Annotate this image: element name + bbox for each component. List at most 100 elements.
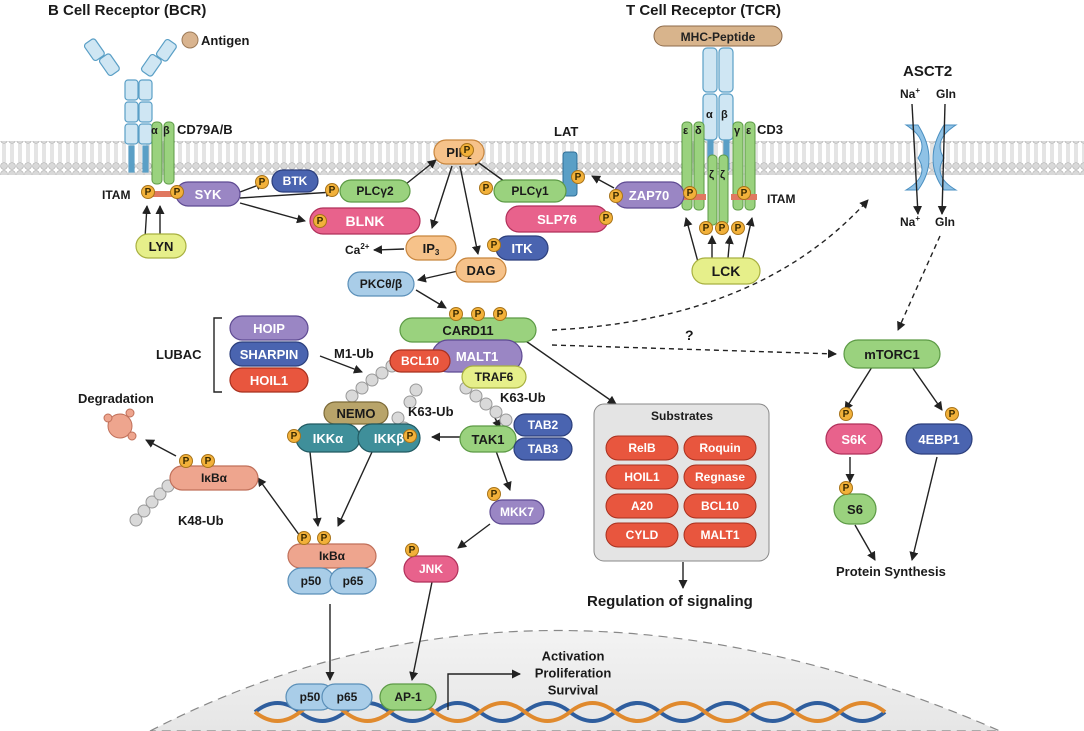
phospho-site-16: P [449,307,463,321]
asct2-title: ASCT2 [903,63,952,80]
lck-label: LCK [712,263,741,279]
asct2-na-bottom: Na+ [900,214,920,229]
nemo-node: NEMO [323,401,389,425]
lck-node: LCK [691,257,761,285]
svg-text:P: P [741,188,748,199]
jnk-label: JNK [419,562,443,576]
mhc-peptide-node [653,25,783,47]
phospho-site-9: P [599,211,613,225]
substrate-relb: RelB [605,435,679,461]
phospho-site-28: P [945,407,959,421]
mkk7-label: MKK7 [500,505,534,519]
blnk-label: BLNK [346,213,385,229]
asct2-na-top: Na+ [900,86,920,101]
cd79-chains [151,121,175,185]
mtorc1-node: mTORC1 [843,339,941,369]
zeta-left-label: ζ [709,169,714,181]
s6k-label: S6K [841,432,867,447]
ikba2-node: IκBα [287,543,377,569]
svg-text:CYLD: CYLD [626,528,659,542]
dashed-arrows [551,199,941,359]
phospho-site-5: P [460,143,474,157]
tcr-beta-label: β [721,109,728,121]
outcome-proliferation: Proliferation [535,666,612,681]
s6-node: S6 [833,493,877,525]
cd3-gamma-label: γ [734,125,741,137]
svg-text:P: P [301,533,308,544]
lyn-node: LYN [135,233,187,259]
itam-bcr-label: ITAM [102,188,130,202]
bcl10-node: BCL10 [389,349,451,373]
phospho-site-3: P [325,183,339,197]
itk-label: ITK [512,241,534,256]
regulation-label: Regulation of signaling [587,593,753,610]
lyn-label: LYN [149,239,174,254]
bcr-receptor [83,38,177,173]
mkk7-node: MKK7 [489,499,545,525]
4ebp1-label: 4EBP1 [918,432,959,447]
svg-text:P: P [491,489,498,500]
asct2-transporter [904,124,958,191]
phospho-site-0: P [141,185,155,199]
substrate-hoil1: HOIL1 [605,464,679,490]
svg-text:P: P [949,409,956,420]
phospho-site-17: P [471,307,485,321]
plasma-membrane [0,141,1084,175]
signaling-arrows [142,157,943,710]
tab2-node: TAB2 [513,413,573,437]
s6k-node: S6K [825,423,883,455]
ikkb-label: IKKβ [374,431,404,446]
svg-text:P: P [491,240,498,251]
svg-text:P: P [687,188,694,199]
malt1-label: MALT1 [456,349,498,364]
svg-text:P: P [321,533,328,544]
substrate-cyld: CYLD [605,522,679,548]
lubac-bracket [213,317,222,393]
phospho-site-24: P [201,454,215,468]
svg-text:P: P [205,456,212,467]
phospho-site-13: P [699,221,713,235]
slp76-node: SLP76 [505,205,609,233]
svg-text:P: P [703,223,710,234]
calcium-label: Ca2+ [345,242,370,257]
dag-node: DAG [455,257,507,283]
4ebp1-node: 4EBP1 [905,423,973,455]
svg-text:P: P [317,216,324,227]
ikba2-label: IκBα [319,549,346,563]
phospho-site-29: P [839,481,853,495]
outcome-survival: Survival [548,683,599,698]
phospho-site-10: P [487,238,501,252]
ap1-label: AP-1 [394,690,422,704]
ip3-label: IP3 [423,241,440,257]
p50b-label: p50 [300,690,321,704]
phospho-site-14: P [715,221,729,235]
svg-text:P: P [603,213,610,224]
lat-label: LAT [554,124,578,139]
ikba-node: IκBα [169,465,259,491]
card11-node: CARD11 [399,317,537,343]
itam-tcr-label: ITAM [767,192,795,206]
substrate-a20: A20 [605,493,679,519]
bcl10-label: BCL10 [401,354,439,368]
k63-ub-chain-right [459,381,513,427]
svg-text:P: P [719,223,726,234]
svg-text:P: P [174,187,181,198]
pkc-node: PKCθ/β [347,271,415,297]
svg-text:MALT1: MALT1 [700,528,739,542]
zap70-label: ZAP70 [629,188,669,203]
outcome-activation: Activation [542,649,605,664]
card11-label: CARD11 [442,323,493,338]
phospho-site-19: P [287,429,301,443]
svg-text:P: P [291,431,298,442]
btk-label: BTK [283,174,308,188]
substrate-roquin: Roquin [683,435,757,461]
svg-text:P: P [575,172,582,183]
mhc-peptide-label: MHC-Peptide [681,30,756,44]
ikba-label: IκBα [201,471,228,485]
hoil1-node: HOIL1 [229,367,309,393]
svg-text:HOIL1: HOIL1 [624,470,660,484]
protein-nodes: LYNSYKBTKPLCγ2BLNKPIP2IP3DAGPKCθ/βPLCγ1S… [135,139,973,711]
k63-ub-label-right: K63-Ub [500,390,546,405]
cd3-label: CD3 [757,122,783,137]
